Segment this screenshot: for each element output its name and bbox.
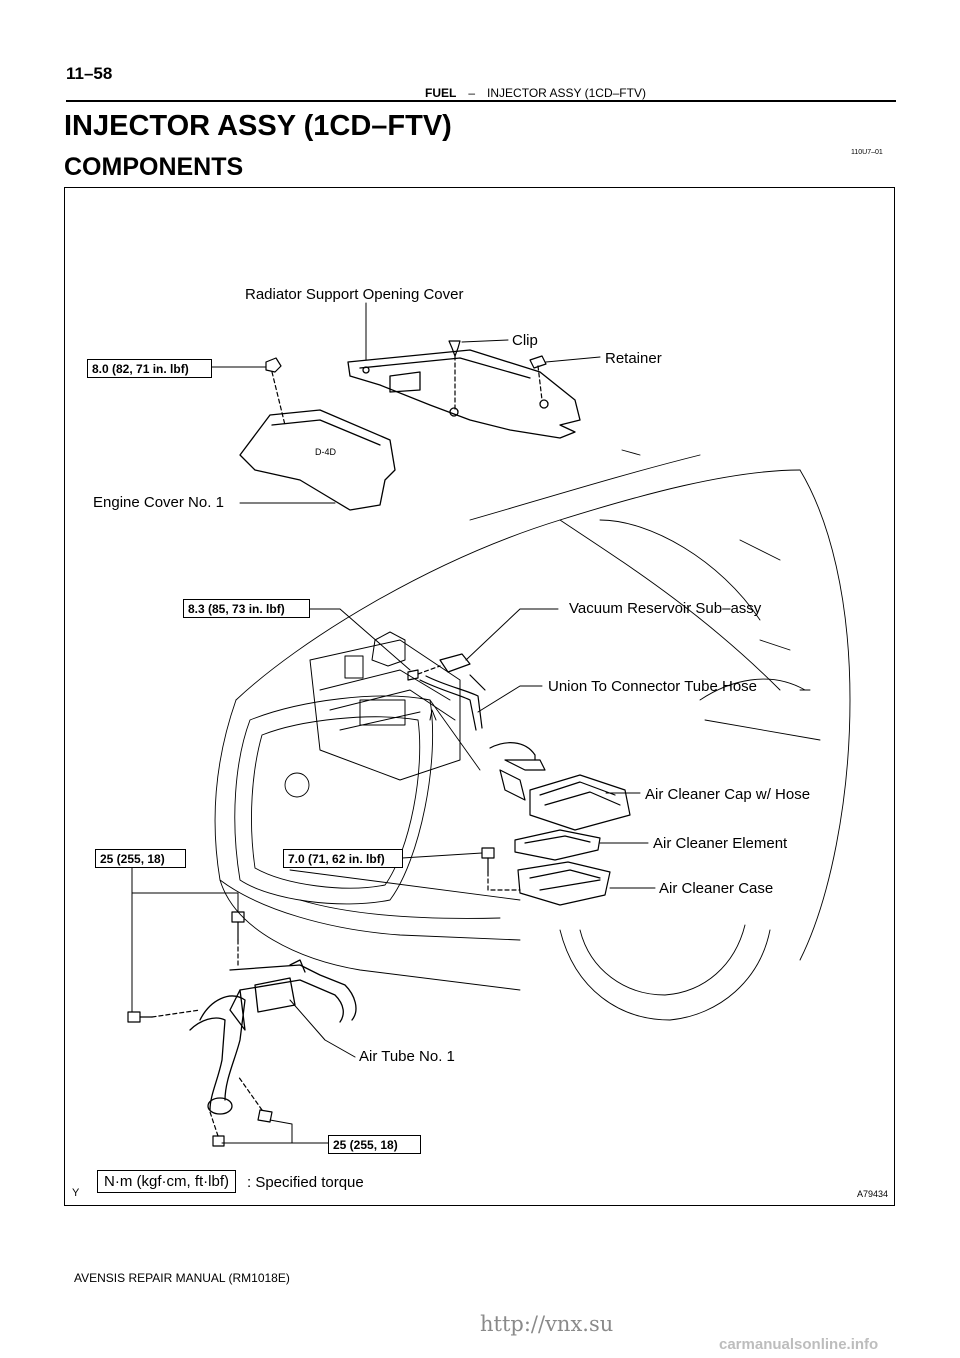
legend-text: : Specified torque (247, 1174, 364, 1191)
air-cleaner-bolt-shape (481, 847, 521, 891)
label-retainer: Retainer (605, 350, 662, 367)
label-vacuum-reservoir: Vacuum Reservoir Sub–assy (569, 600, 762, 617)
torque-vacuum-bolt: 8.3 (85, 73 in. lbf) (183, 599, 310, 618)
header-subsection: INJECTOR ASSY (1CD–FTV) (487, 86, 646, 100)
leader-lines (131, 302, 656, 1144)
brand-watermark: carmanualsonline.info (719, 1336, 879, 1353)
label-radiator-cover: Radiator Support Opening Cover (245, 286, 464, 303)
cover-nut-shape (265, 357, 286, 426)
radiator-cover-shape (347, 349, 581, 439)
torque-air-cleaner-bolt: 7.0 (71, 62 in. lbf) (283, 849, 403, 868)
header-rule (66, 100, 896, 102)
svg-text:D-4D: D-4D (315, 447, 337, 457)
footer-manual-name: AVENSIS REPAIR MANUAL (RM1018E) (74, 1271, 290, 1285)
torque-engine-cover-nut: 8.0 (82, 71 in. lbf) (87, 359, 212, 378)
label-engine-cover: Engine Cover No. 1 (93, 494, 224, 511)
air-tube-bolts (127, 911, 273, 1147)
label-air-cleaner-case: Air Cleaner Case (659, 880, 774, 897)
clip-retainer-shapes (448, 340, 547, 411)
air-tube-shape (189, 959, 357, 1115)
legend-unit-box: N·m (kgf·cm, ft·lbf) (97, 1170, 236, 1193)
page-title: INJECTOR ASSY (1CD–FTV) (64, 110, 452, 142)
watermark-link[interactable]: http://vnx.su (480, 1312, 614, 1336)
figure-frame (64, 187, 895, 1206)
label-union-hose: Union To Connector Tube Hose (548, 678, 758, 695)
label-air-cleaner-cap: Air Cleaner Cap w/ Hose (645, 786, 811, 803)
label-air-cleaner-element: Air Cleaner Element (653, 835, 788, 852)
section-heading: COMPONENTS (64, 153, 244, 181)
torque-air-tube-lower: 25 (255, 18) (328, 1135, 421, 1154)
label-clip: Clip (512, 332, 538, 349)
vehicle-outline (214, 449, 851, 1021)
document-code: 110U7–01 (851, 149, 883, 156)
air-cleaner-case-shape (517, 861, 611, 906)
header-separator: – (468, 86, 476, 100)
air-cleaner-cap-shape (489, 742, 631, 831)
label-air-tube: Air Tube No. 1 (359, 1048, 455, 1065)
corner-mark: Y (72, 1187, 80, 1199)
engine-sketch (309, 631, 461, 781)
figure-id: A79434 (857, 1189, 889, 1199)
vacuum-reservoir-shape (407, 653, 486, 731)
running-header: FUEL–INJECTOR ASSY (1CD–FTV) (425, 86, 646, 100)
page-number: 11–58 (66, 64, 113, 83)
engine-cover-shape: D-4D (239, 409, 396, 511)
torque-air-tube-upper: 25 (255, 18) (95, 849, 186, 868)
air-cleaner-element-shape (514, 829, 601, 861)
header-section: FUEL (425, 86, 457, 100)
